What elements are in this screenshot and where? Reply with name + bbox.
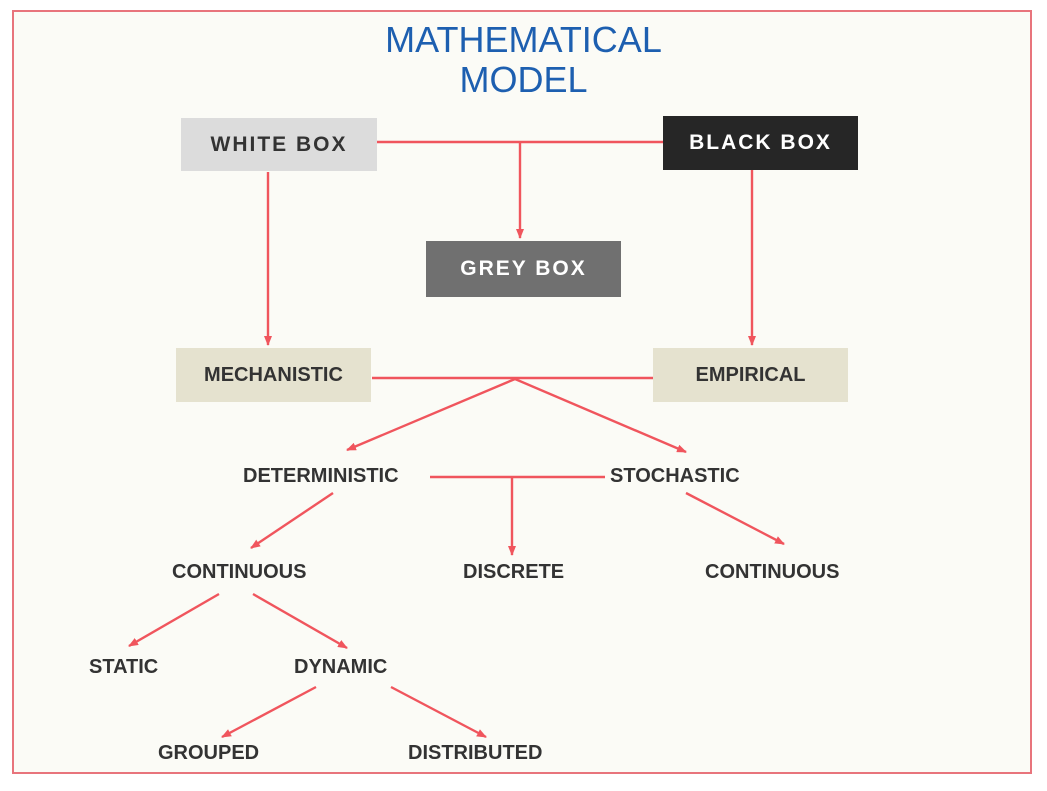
continuous-left-label: CONTINUOUS [172, 561, 307, 583]
arrow-to-continuous-right [685, 491, 785, 546]
deterministic-label: DETERMINISTIC [243, 465, 399, 487]
title-line-1: MATHEMATICAL [385, 19, 662, 60]
title-line-2: MODEL [459, 59, 588, 100]
static-label: STATIC [89, 656, 159, 678]
discrete-label: DISCRETE [463, 561, 565, 583]
distributed-label: DISTRIBUTED [408, 742, 543, 764]
mechanistic-node: MECHANISTIC [176, 348, 371, 402]
arrow-to-deterministic [346, 377, 516, 452]
arrow-to-distributed [390, 685, 487, 739]
arrow-to-static [128, 592, 220, 648]
diagram-title: MATHEMATICAL MODEL [0, 20, 1047, 100]
arrow-to-dynamic [252, 592, 348, 650]
dynamic-label: DYNAMIC [294, 656, 388, 678]
empirical-node: EMPIRICAL [653, 348, 848, 402]
stochastic-label: STOCHASTIC [610, 465, 740, 487]
black-box-node: BLACK BOX [663, 116, 858, 170]
arrow-to-grouped [221, 685, 317, 739]
continuous-right-label: CONTINUOUS [705, 561, 840, 583]
white-box-node: WHITE BOX [181, 118, 377, 171]
grouped-label: GROUPED [158, 742, 260, 764]
arrow-to-continuous-left [250, 492, 334, 549]
arrow-to-stochastic [514, 377, 687, 454]
grey-box-node: GREY BOX [426, 241, 621, 297]
